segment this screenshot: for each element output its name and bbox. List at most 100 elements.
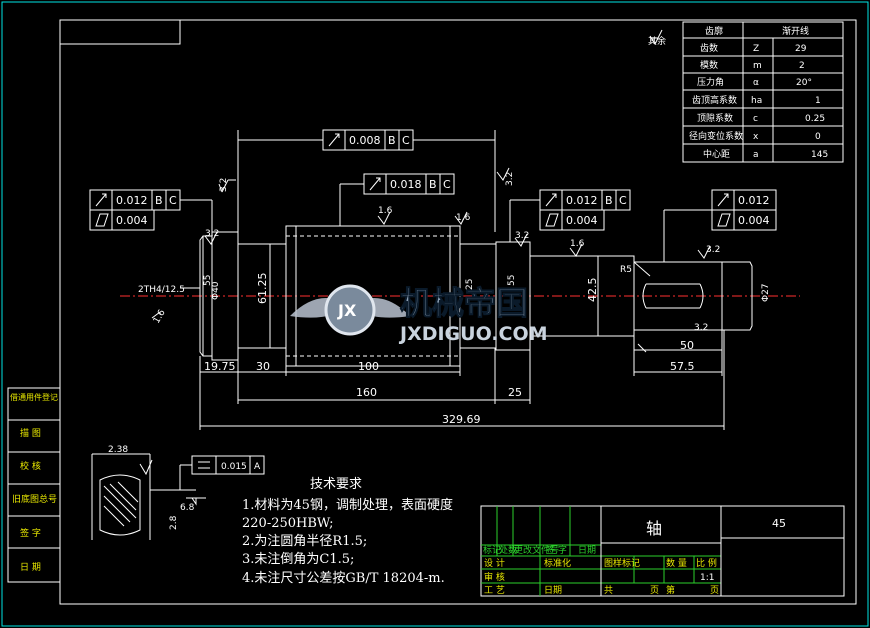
- roughness-value: 3.2: [706, 245, 720, 255]
- title-cell: 标记: [483, 544, 501, 556]
- dim-100: 100: [358, 360, 379, 373]
- roughness-value: 1.6: [378, 206, 393, 216]
- tolerance-value: 0.004: [566, 214, 598, 227]
- gear-param-name: 压力角: [697, 76, 724, 88]
- tolerance-frame-runout-top: 0.008 B C: [237, 129, 496, 232]
- dim-25-vert: 25: [465, 279, 475, 290]
- datum-ref: B: [605, 194, 613, 207]
- technical-requirements: 技术要求 1.材料为45钢，调制处理，表面硬度 220-250HBW; 2.为注…: [242, 477, 453, 586]
- gear-table-header-value: 渐开线: [782, 25, 809, 37]
- title-cell: 页: [710, 585, 719, 596]
- tech-line: 220-250HBW;: [242, 516, 334, 531]
- tech-line: 1.材料为45钢，调制处理，表面硬度: [242, 497, 453, 513]
- gear-param-symbol: x: [753, 132, 759, 142]
- title-cell: 比 例: [696, 557, 717, 569]
- dim-329-69: 329.69: [442, 413, 481, 426]
- roughness-value: 1.6: [456, 213, 471, 223]
- title-cell: 日期: [544, 585, 562, 596]
- watermark-logo: JX: [290, 284, 410, 336]
- title-cell: 工 艺: [484, 585, 505, 596]
- rest-finish-symbol: [649, 29, 663, 46]
- dim-50: 50: [680, 339, 694, 352]
- drawing-scale: 1:1: [700, 573, 714, 583]
- tolerance-frame-runout-mid: 0.018 B C: [339, 173, 455, 226]
- dim-r5: R5: [620, 265, 632, 275]
- tolerance-frame-right-end: 0.012 0.004: [663, 189, 777, 262]
- gear-param-symbol: ha: [751, 96, 762, 106]
- roughness-value: 3.2: [505, 172, 515, 186]
- tech-title: 技术要求: [310, 477, 362, 492]
- horizontal-dimensions: 19.75 30 100 160 25 329.69 50 57.5: [199, 330, 725, 430]
- side-label: 签 字: [20, 527, 41, 539]
- gear-param-symbol: α: [753, 78, 759, 88]
- dim-55-left: 55: [203, 275, 213, 286]
- gear-parameter-table: 齿廓 渐开线 齿数 Z 29 模数 m 2 压力角 α 20° 齿顶高系数 ha…: [682, 21, 844, 163]
- roughness-value: 3.2: [694, 323, 708, 333]
- dim-dia-40: Φ40: [211, 281, 221, 300]
- dim-19-75: 19.75: [204, 360, 236, 373]
- detail-dim: 6.8: [180, 503, 195, 513]
- dim-42-5: 42.5: [586, 278, 599, 303]
- title-cell: 页: [650, 585, 659, 596]
- gear-param-name: 径向变位系数: [689, 130, 743, 142]
- top-left-code-box: [59, 19, 181, 45]
- keyway: [642, 283, 704, 309]
- roughness-value: 3.2: [219, 178, 229, 192]
- dim-57-5: 57.5: [670, 360, 695, 373]
- roughness-value: 3.2: [515, 231, 529, 241]
- roughness-value: 3.2: [205, 229, 219, 239]
- detail-dim: 2.8: [169, 515, 179, 530]
- gear-table-header-label: 齿廓: [705, 25, 723, 37]
- title-cell: 图样标记: [604, 557, 640, 569]
- watermark-url: JXDIGUO.COM: [398, 323, 548, 345]
- datum-ref: C: [169, 194, 177, 207]
- tolerance-value: 0.008: [349, 134, 381, 147]
- watermark-chinese: 机械帝国: [400, 284, 528, 322]
- detail-section-view: 2.38 2.8 6.8 0.015 A: [91, 445, 265, 540]
- side-label: 描 图: [20, 427, 41, 439]
- tolerance-value: 0.018: [390, 178, 422, 191]
- tolerance-value: 0.012: [738, 194, 770, 207]
- tolerance-value: 0.015: [221, 462, 247, 472]
- tolerance-frame-right-journal: 0.012 B C 0.004: [509, 189, 631, 242]
- gear-param-name: 模数: [700, 59, 718, 71]
- gear-param-symbol: c: [753, 114, 758, 124]
- title-cell: 审 核: [484, 571, 505, 583]
- title-cell: 数 量: [666, 557, 687, 569]
- title-cell: 设 计: [484, 557, 505, 569]
- side-label: 日 期: [20, 562, 41, 573]
- dim-25: 25: [508, 386, 522, 399]
- gear-param-value: 0.25: [805, 114, 825, 124]
- thread-callout: 2TH4/12.5: [138, 285, 185, 295]
- datum-ref: B: [388, 134, 396, 147]
- side-label: 旧底图总号: [12, 493, 57, 505]
- part-material: 45: [772, 517, 786, 530]
- gear-param-value: 29: [795, 44, 807, 54]
- title-cell: 共: [604, 585, 613, 596]
- title-cell: 标准化: [544, 557, 571, 569]
- tech-line: 2.为注圆角半径R1.5;: [242, 534, 367, 549]
- gear-param-symbol: a: [753, 150, 759, 160]
- title-cell: 更改文件号: [514, 544, 559, 556]
- gear-param-name: 顶隙系数: [697, 112, 733, 124]
- title-cell: 签 字: [546, 544, 567, 556]
- side-label: 校 核: [20, 460, 41, 472]
- gear-param-symbol: Z: [753, 44, 759, 54]
- watermark-logo-text: JX: [337, 301, 357, 320]
- datum-ref: A: [254, 462, 261, 472]
- gear-param-name: 齿顶高系数: [692, 94, 737, 106]
- tolerance-value: 0.012: [566, 194, 598, 207]
- dim-55-right: 55: [507, 275, 517, 286]
- gear-param-value: 145: [811, 150, 828, 160]
- vertical-dimensions: 61.25 42.5 Φ40 55 25 55 Φ27 R5 2TH4/12.5: [138, 244, 771, 348]
- roughness-value: 1.6: [570, 239, 585, 249]
- datum-ref: B: [429, 178, 437, 191]
- dim-30: 30: [256, 360, 270, 373]
- part-name: 轴: [646, 519, 662, 538]
- title-cell: 第: [666, 584, 675, 596]
- datum-ref: B: [155, 194, 163, 207]
- dim-61-25: 61.25: [256, 273, 269, 305]
- side-label: 借通用件登记: [10, 392, 58, 402]
